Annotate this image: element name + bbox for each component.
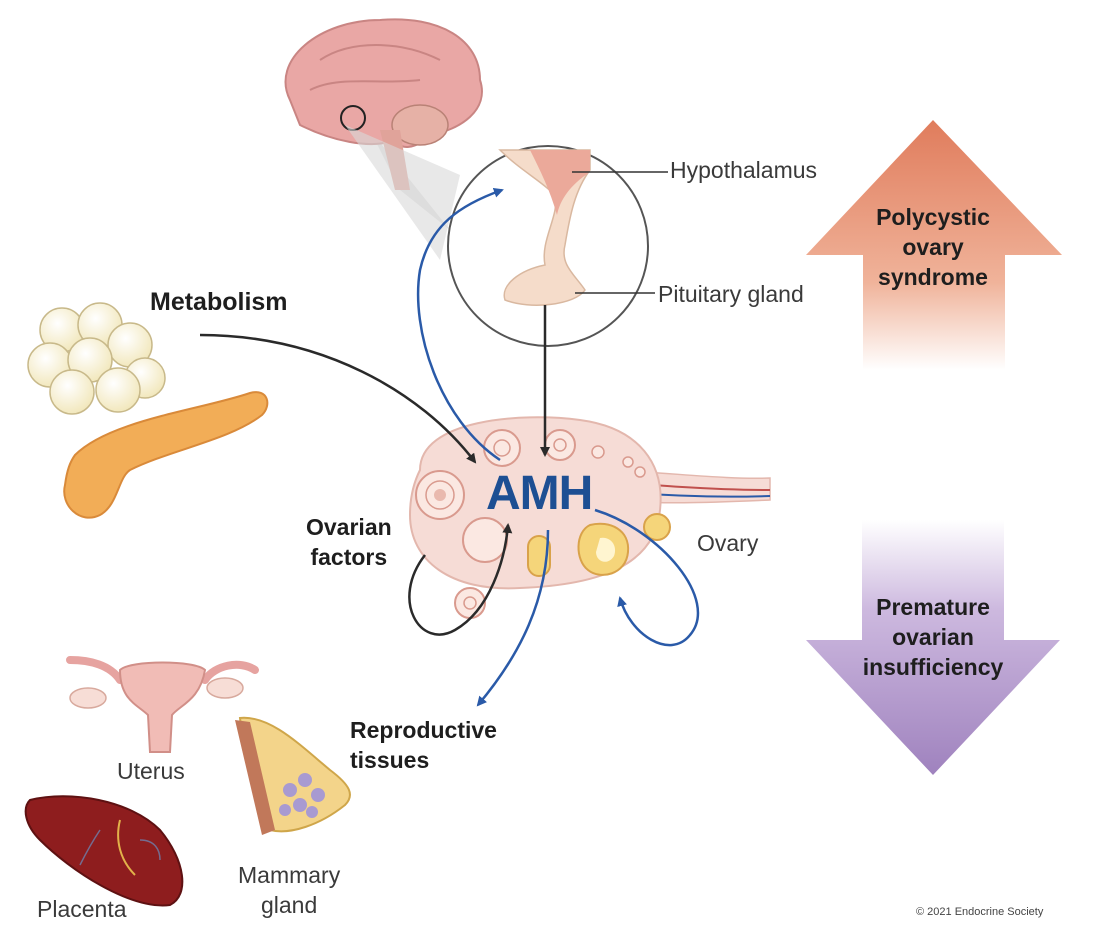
ovarian-factors-arrow — [408, 523, 513, 636]
amh-to-ovary-loop-arrow — [594, 508, 700, 647]
mammary-line-1: Mammary — [238, 862, 341, 888]
pcos-line-3: syndrome — [878, 263, 988, 290]
uterus-icon — [66, 656, 259, 753]
poi-line-1: Premature — [876, 594, 990, 620]
reproductive-line-1: Reproductive — [350, 717, 497, 743]
reproductive-line-2: tissues — [350, 746, 430, 773]
poi-line-3: insufficiency — [862, 653, 1004, 680]
placenta-label: Placenta — [37, 896, 127, 922]
mammary-gland-label: Mammary gland — [238, 861, 340, 921]
metabolism-label: Metabolism — [150, 288, 288, 316]
poi-label: Premature ovarian insufficiency — [848, 593, 1018, 683]
up-arrow-icon — [806, 120, 1062, 370]
hypothalamus-label: Hypothalamus — [670, 157, 818, 183]
pcos-line-2: ovary — [902, 233, 964, 260]
pcos-line-1: Polycystic — [876, 204, 990, 230]
fat-cells-icon — [27, 302, 166, 415]
mammary-line-2: gland — [260, 891, 318, 918]
uterus-label: Uterus — [117, 758, 185, 784]
amh-to-hypothalamus-arrow — [416, 187, 504, 462]
pcos-label: Polycystic ovary syndrome — [862, 203, 1004, 293]
reproductive-tissues-label: Reproductive tissues — [350, 716, 497, 776]
ovarian-factors-line-2: factors — [310, 543, 388, 570]
ovarian-factors-line-1: Ovarian — [306, 514, 392, 540]
amh-to-reproductive-arrow — [476, 529, 550, 707]
breast-icon — [235, 716, 351, 835]
zoom-cone — [345, 125, 460, 260]
ovarian-factors-label: Ovarian factors — [306, 513, 392, 573]
ovary-label: Ovary — [697, 530, 759, 556]
copyright-text: © 2021 Endocrine Society — [916, 906, 1044, 918]
pancreas-icon — [63, 391, 269, 519]
magnified-hypothalamus-circle — [447, 145, 649, 347]
down-arrow-icon — [806, 520, 1060, 775]
poi-line-2: ovarian — [892, 623, 974, 650]
placenta-icon — [24, 795, 184, 907]
metabolism-arrow — [199, 333, 477, 464]
pituitary-label: Pituitary gland — [658, 281, 804, 307]
amh-label: AMH — [486, 467, 593, 520]
